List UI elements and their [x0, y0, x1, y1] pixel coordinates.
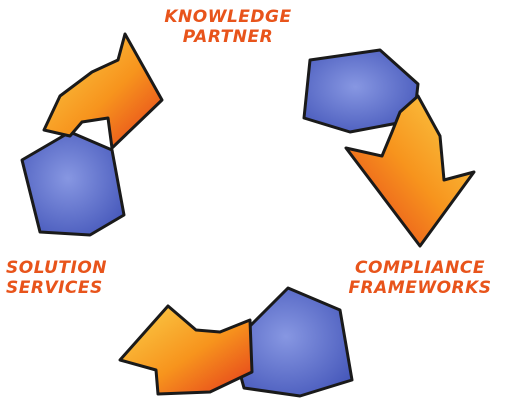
label-compliance-frameworks-line2: FRAMEWORKS	[348, 278, 492, 298]
label-knowledge-partner: KNOWLEDGE PARTNER	[128, 7, 328, 47]
label-solution-services-line2: SERVICES	[6, 278, 103, 298]
arrow-segment-top-left	[20, 32, 164, 237]
arrow-head-right	[344, 94, 476, 248]
arrow-head-bottom	[118, 304, 254, 396]
arrow-head-top-left	[42, 32, 164, 150]
arrow-segment-bottom	[118, 286, 354, 398]
blue-tail-top-left	[20, 130, 126, 237]
label-solution-services: SOLUTION SERVICES	[6, 258, 146, 298]
arrow-segment-right	[302, 48, 476, 248]
label-knowledge-partner-line2: PARTNER	[182, 27, 274, 47]
label-knowledge-partner-line1: KNOWLEDGE	[164, 7, 292, 27]
label-compliance-frameworks: COMPLIANCE FRAMEWORKS	[330, 258, 510, 298]
label-solution-services-line1: SOLUTION	[6, 258, 108, 278]
label-compliance-frameworks-line1: COMPLIANCE	[355, 258, 485, 278]
